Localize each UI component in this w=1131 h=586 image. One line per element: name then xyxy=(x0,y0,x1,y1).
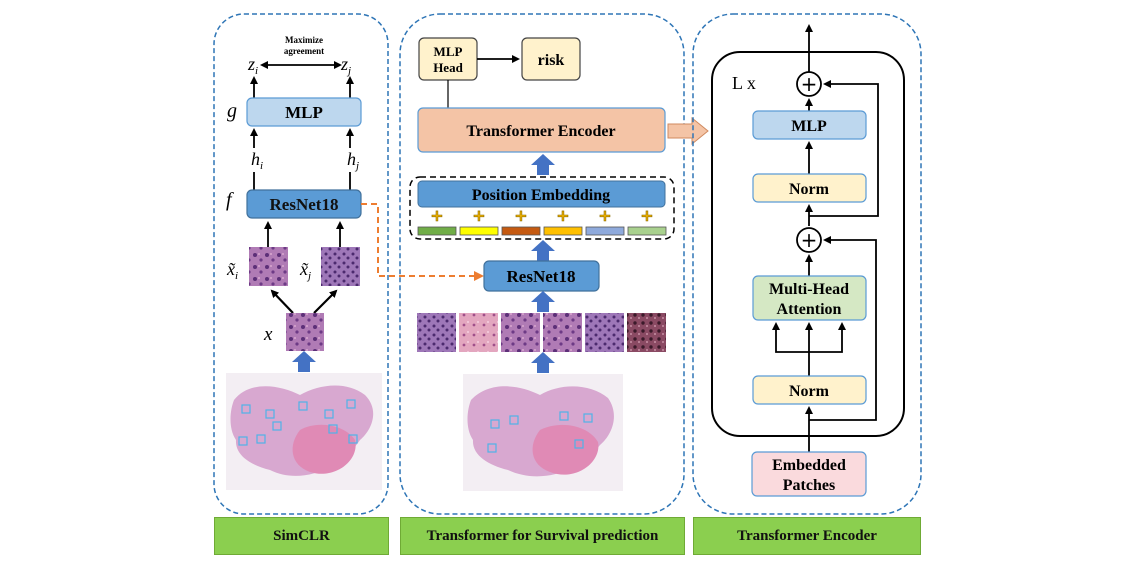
simclr-mlp-label: MLP xyxy=(285,103,323,122)
x-tilde-i-label: x̃i xyxy=(226,259,238,282)
position-embedding-label: Position Embedding xyxy=(472,187,610,204)
norm-bottom-label: Norm xyxy=(789,383,830,400)
embedded-patches-box xyxy=(751,451,867,497)
h-j-bg xyxy=(330,148,370,172)
patch-3 xyxy=(501,313,540,352)
input-patch-x xyxy=(286,313,324,351)
embedding-dashed-group xyxy=(409,176,675,240)
embedding-plus-3: + xyxy=(514,206,527,225)
risk-label: risk xyxy=(538,52,565,69)
expand-encoder-arrow xyxy=(667,116,709,146)
residual-add-bottom-symbol: + xyxy=(801,228,818,252)
h-i-bg xyxy=(235,148,275,172)
survival-footer: Transformer for Survival prediction xyxy=(400,517,685,555)
arrow-slide-to-patches xyxy=(531,352,555,373)
h-i-label: hi xyxy=(251,149,263,172)
arrow-norm-to-attention-query xyxy=(772,322,809,353)
attention-line1: Multi-Head xyxy=(769,281,849,298)
simclr-mlp-box xyxy=(246,97,362,127)
patch-4 xyxy=(543,313,582,352)
transformer-encoder-box xyxy=(417,107,666,153)
norm-bottom-box xyxy=(752,375,867,405)
embedding-token-4 xyxy=(543,226,583,236)
norm-top-label: Norm xyxy=(789,181,830,198)
maximize-label-line1: Maximize xyxy=(285,35,323,45)
maximize-label-line2: agreement xyxy=(284,46,324,56)
patch-row xyxy=(417,313,666,352)
residual-add-top-symbol: + xyxy=(801,72,818,96)
residual-connection-bottom xyxy=(809,236,877,421)
embedding-plus-6: + xyxy=(640,206,653,225)
simclr-footer: SimCLR xyxy=(214,517,389,555)
patch-6 xyxy=(627,313,666,352)
h-j-label: hj xyxy=(347,149,359,172)
embedding-tokens: + + + + + + xyxy=(417,206,667,236)
arrow-x-to-xj xyxy=(313,289,338,314)
residual-add-top xyxy=(796,71,822,97)
slide2-patch-markers xyxy=(487,411,593,453)
shared-weights-connector xyxy=(361,203,484,281)
simclr-resnet-label: ResNet18 xyxy=(270,195,339,214)
slide-tissue-dense xyxy=(292,424,356,474)
simclr-panel xyxy=(213,13,389,515)
embedding-token-3 xyxy=(501,226,541,236)
mlp-head-line1: MLP xyxy=(434,44,463,59)
residual-add-bottom xyxy=(796,227,822,253)
residual-connection-top xyxy=(809,80,879,217)
embedded-patches-line1: Embedded xyxy=(772,457,846,474)
survival-resnet-label: ResNet18 xyxy=(507,267,576,286)
augmented-patch-j xyxy=(321,247,360,286)
g-label: g xyxy=(227,100,237,122)
encoder-panel xyxy=(692,13,922,515)
arrow-x-to-xi xyxy=(270,289,294,314)
embedding-token-1 xyxy=(417,226,457,236)
embedding-token-2 xyxy=(459,226,499,236)
survival-panel xyxy=(399,13,685,515)
patch-1 xyxy=(417,313,456,352)
embedding-plus-2: + xyxy=(472,206,485,225)
encoder-footer: Transformer Encoder xyxy=(693,517,921,555)
position-embedding-box xyxy=(417,180,666,208)
slide-patch-markers xyxy=(238,399,358,446)
encoder-block-outline xyxy=(711,51,905,437)
embedding-token-5 xyxy=(585,226,625,236)
z-j-label: zj xyxy=(340,54,351,77)
augmented-patch-i xyxy=(249,247,288,286)
embedded-patches-line2: Patches xyxy=(783,477,835,494)
embedding-plus-4: + xyxy=(556,206,569,225)
attention-line2: Attention xyxy=(777,301,842,318)
norm-top-box xyxy=(752,173,867,203)
encoder-mlp-label: MLP xyxy=(791,118,827,135)
risk-box xyxy=(521,37,581,81)
arrow-embedding-to-encoder xyxy=(531,154,555,175)
x-label: x xyxy=(263,324,273,345)
embedding-plus-1: + xyxy=(430,206,443,225)
encoder-mlp-box xyxy=(752,110,867,140)
slide2-tissue-dense xyxy=(532,424,599,475)
z-i-label: zi xyxy=(247,54,258,77)
arrow-norm-to-attention-value xyxy=(809,322,846,353)
f-label: f xyxy=(226,189,234,211)
embedding-token-6 xyxy=(627,226,667,236)
survival-resnet-box xyxy=(483,260,600,292)
attention-box xyxy=(752,275,867,321)
transformer-encoder-label: Transformer Encoder xyxy=(466,123,615,140)
layer-repeat-label: L x xyxy=(732,73,756,93)
simclr-input-arrow xyxy=(292,351,316,372)
mlp-head-line2: Head xyxy=(433,60,463,75)
patch-5 xyxy=(585,313,624,352)
arrow-patches-to-resnet xyxy=(531,291,555,312)
x-tilde-j-label: x̃j xyxy=(299,259,311,282)
patch-2 xyxy=(459,313,498,352)
embedding-plus-5: + xyxy=(598,206,611,225)
arrow-resnet-to-embedding xyxy=(531,240,555,261)
